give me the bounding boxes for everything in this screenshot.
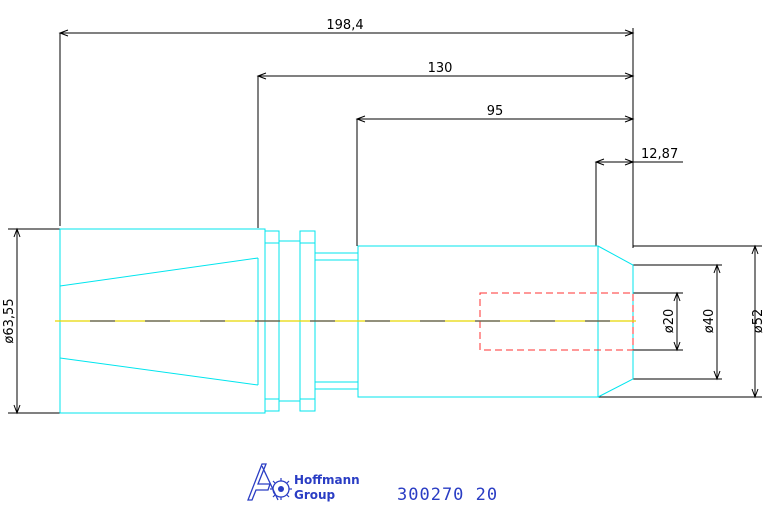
dimension-body-length: 95 — [355, 104, 635, 246]
dimension-shank-length: 130 — [256, 61, 635, 228]
dimension-flange-diameter: ø63,55 — [2, 227, 264, 415]
part-number: 300270 20 — [397, 485, 498, 505]
dimension-text-inner-diameter: ø40 — [702, 309, 717, 334]
dimension-bore-diameter: ø20 — [633, 291, 683, 352]
dimension-text-flange-diameter: ø63,55 — [2, 298, 17, 343]
dimension-text-shank-length: 130 — [428, 61, 453, 76]
logo-text-hoffmann: Hoffmann — [294, 473, 360, 487]
dimension-text-chamfer-length: 12,87 — [641, 147, 678, 162]
hoffmann-group-logo-icon — [247, 463, 292, 501]
dimension-overall-length: 198,4 — [58, 18, 635, 248]
dimension-text-body-length: 95 — [487, 104, 504, 119]
logo-text-group: Group — [294, 488, 336, 502]
dimension-outer-diameter: ø52 — [598, 244, 766, 399]
dimension-inner-diameter: ø40 — [633, 263, 722, 381]
dimension-chamfer-length: 12,87 — [594, 147, 683, 246]
dimension-text-outer-diameter: ø52 — [751, 309, 766, 334]
dimension-text-bore-diameter: ø20 — [662, 309, 677, 334]
dimension-text-overall-length: 198,4 — [326, 18, 363, 33]
